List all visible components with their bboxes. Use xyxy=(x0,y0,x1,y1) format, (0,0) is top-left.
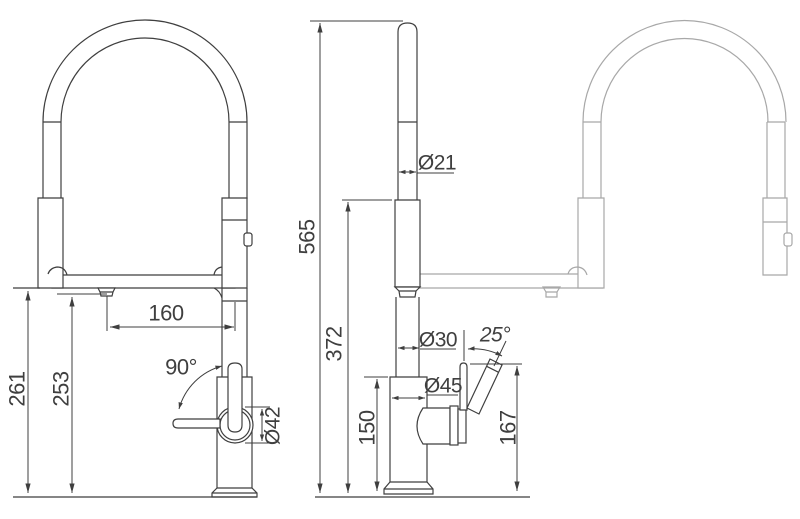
riser xyxy=(395,297,420,377)
spray-holder-block xyxy=(577,197,605,289)
dim-25deg-arc xyxy=(467,346,503,357)
dim-label-lever-tilt: 25° xyxy=(479,324,510,347)
ext-line xyxy=(106,296,236,331)
dim-label-handle-cap-diameter: Ø42 xyxy=(262,407,285,445)
base xyxy=(211,487,258,498)
dim-label-riser-diameter: Ø30 xyxy=(419,329,457,352)
dim-label-handle-swing: 90° xyxy=(165,355,197,380)
hose-legs xyxy=(42,121,248,199)
hose-arch-outer xyxy=(42,19,248,123)
handle-up-position xyxy=(227,362,243,433)
dim-label-spray-pipe-diameter: Ø21 xyxy=(418,152,456,175)
side-view xyxy=(315,22,530,498)
spout-arm xyxy=(419,273,603,289)
dim-label-body-diameter: Ø45 xyxy=(424,375,462,398)
hose-arch-inner xyxy=(600,37,769,123)
holder-lip xyxy=(47,266,68,276)
spray-holder-block xyxy=(37,197,64,289)
handle-lever xyxy=(172,418,221,429)
hose-arch-inner xyxy=(60,37,230,123)
lever-cap-line xyxy=(486,365,499,373)
spray-pipe xyxy=(397,22,418,200)
spray-button xyxy=(243,232,253,247)
cartridge-ring xyxy=(449,405,459,446)
holder-lip xyxy=(567,266,588,276)
dim-90deg-arc xyxy=(178,365,223,410)
dim-label-body-height: 150 xyxy=(355,410,380,445)
hose-arch-outer xyxy=(582,19,787,123)
aerator-tip xyxy=(393,286,422,298)
hose-end-block xyxy=(762,197,788,276)
base xyxy=(383,481,434,495)
back-view xyxy=(419,19,793,298)
front-view xyxy=(13,19,258,498)
spray-button xyxy=(783,232,793,247)
spout-arm xyxy=(51,274,236,289)
aerator-tip xyxy=(541,286,562,298)
dim-label-lever-tip-height: 167 xyxy=(496,410,521,445)
spray-holder-block xyxy=(394,199,421,288)
dim-label-total-height: 565 xyxy=(295,219,320,254)
handle-pin xyxy=(459,362,468,411)
handle-base-cup xyxy=(416,407,451,445)
dim-label-overall-height: 261 xyxy=(5,371,30,406)
dim-label-spout-reach: 160 xyxy=(148,301,183,326)
hose-legs xyxy=(582,121,786,199)
dim-label-outlet-height: 253 xyxy=(49,371,74,406)
docked-spray-block xyxy=(221,197,248,289)
aerator-tip xyxy=(97,287,116,297)
dim-label-hose-holder-height: 372 xyxy=(322,326,347,361)
neck xyxy=(221,288,248,377)
cartridge-hub xyxy=(457,408,467,444)
dimension-labels: 160 90° 261 253 Ø42 565 372 Ø21 Ø30 Ø45 … xyxy=(5,152,521,446)
dimension-lines xyxy=(25,20,522,493)
ext-line xyxy=(245,406,270,444)
handle-lever-tilted xyxy=(466,358,503,415)
